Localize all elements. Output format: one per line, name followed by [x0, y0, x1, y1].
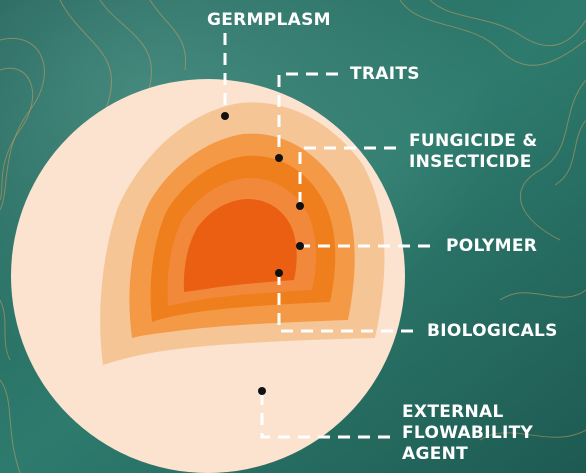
label-external-line-2: FLOWABILITY	[402, 423, 533, 444]
dot-fungicide	[296, 202, 304, 210]
label-fungicide-insecticide: FUNGICIDE & INSECTICIDE	[409, 131, 538, 173]
label-external-line-3: AGENT	[402, 444, 533, 465]
dot-biologicals	[275, 269, 283, 277]
label-biologicals: BIOLOGICALS	[427, 321, 558, 342]
dot-germplasm	[221, 112, 229, 120]
label-traits-text: TRAITS	[350, 64, 420, 85]
seed	[11, 79, 405, 473]
label-traits: TRAITS	[350, 64, 420, 85]
dot-external	[258, 387, 266, 395]
label-external-flowability-agent: EXTERNAL FLOWABILITY AGENT	[402, 402, 533, 465]
label-germplasm: GERMPLASM	[207, 10, 331, 31]
dot-traits	[275, 154, 283, 162]
label-fungicide-line-2: INSECTICIDE	[409, 152, 538, 173]
label-polymer: POLYMER	[446, 236, 537, 257]
dot-polymer	[296, 242, 304, 250]
label-external-line-1: EXTERNAL	[402, 402, 533, 423]
label-biologicals-text: BIOLOGICALS	[427, 321, 558, 342]
label-polymer-text: POLYMER	[446, 236, 537, 257]
label-fungicide-line-1: FUNGICIDE &	[409, 131, 538, 152]
label-germplasm-text: GERMPLASM	[207, 10, 331, 31]
